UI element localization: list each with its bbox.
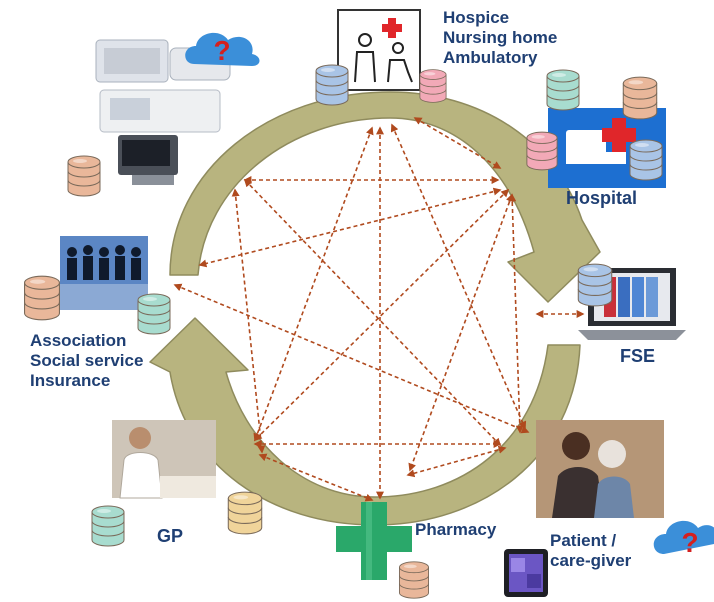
tablet-icon [504, 549, 548, 597]
pharmacy-label: Pharmacy [415, 520, 497, 539]
patient-label-line-1: Patient / [550, 531, 617, 550]
association-label: Association Social service Insurance [30, 331, 143, 391]
association-label-line-2: Social service [30, 351, 144, 370]
link-hospital-patient [508, 193, 524, 434]
question-mark: ? [681, 527, 698, 558]
hospital-label: Hospital [566, 188, 638, 208]
hospice-label-line-2: Nursing home [443, 28, 558, 47]
people-icon [60, 236, 148, 310]
fse-label: FSE [620, 346, 656, 366]
hospice-label-line-3: Ambulatory [443, 48, 538, 67]
database-icon [546, 69, 580, 111]
gp-label: GP [157, 526, 184, 546]
database-icon [577, 263, 613, 307]
patient-label: Patient / care-giver [550, 531, 631, 571]
link-hospital-gp [253, 188, 510, 442]
database-icon [137, 293, 171, 335]
pharmacy-cross-icon [336, 502, 412, 580]
database-icon [91, 505, 125, 547]
database-icon [398, 561, 430, 599]
link-assoc-patient [173, 283, 530, 434]
database-icon [526, 131, 558, 171]
cloud-question-icon: ? [653, 520, 714, 558]
hospice-label-line-1: Hospice [443, 8, 510, 27]
database-icon [622, 76, 658, 120]
links [173, 117, 585, 502]
database-icon [629, 139, 663, 181]
database-icon [23, 275, 61, 321]
link-patient-pharmacy [406, 445, 507, 478]
database-icon [227, 491, 263, 535]
patient-label-line-2: care-giver [550, 551, 632, 570]
hospice-label: Hospice Nursing home Ambulatory [443, 8, 557, 68]
database-icon [67, 155, 101, 197]
cloud-question-icon: ? [185, 32, 260, 66]
association-label-line-3: Insurance [30, 371, 111, 390]
patient-photo [536, 420, 664, 518]
question-mark: ? [213, 35, 230, 66]
cycle-arrow-top [169, 91, 601, 303]
doctor-photo [112, 420, 216, 499]
link-hosp-assoc [198, 187, 502, 268]
hospice-icon [337, 9, 421, 91]
medical-equipment-icon [95, 39, 231, 185]
database-icon [315, 64, 349, 106]
association-label-line-1: Association [30, 331, 127, 350]
link-gp-pharmacy [258, 453, 374, 502]
database-icon [419, 69, 447, 103]
link-hospice-gp [253, 126, 374, 442]
